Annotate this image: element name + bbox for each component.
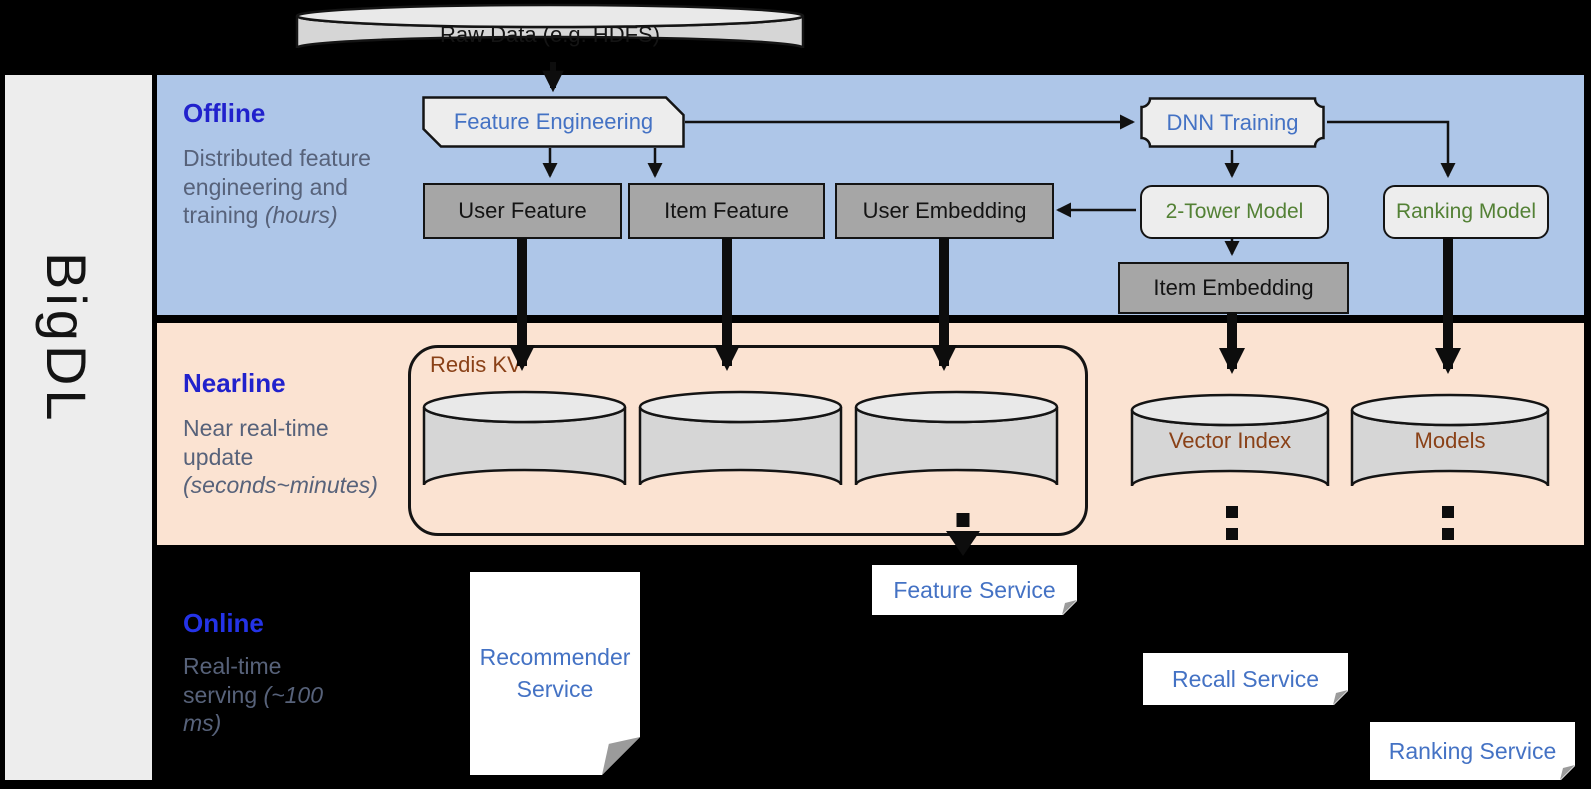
redis-cylinder-1-icon xyxy=(422,390,627,486)
online-desc-text: Real-time serving xyxy=(183,653,282,708)
feature-engineering-shape xyxy=(422,96,685,148)
nearline-description: Near real-time update (seconds~minutes) xyxy=(183,414,395,500)
online-description: Real-time serving (~100 ms) xyxy=(183,652,333,738)
recommender-service-doc: Recommender Service xyxy=(470,572,640,775)
offline-description: Distributed feature engineering and trai… xyxy=(183,144,383,230)
vector-index-cylinder-icon xyxy=(1130,393,1330,487)
models-cylinder-icon xyxy=(1350,393,1550,487)
redis-cylinder-3-icon xyxy=(854,390,1059,486)
recall-service-doc: Recall Service xyxy=(1143,653,1348,705)
offline-title: Offline xyxy=(183,98,266,128)
feature-service-doc: Feature Service xyxy=(872,565,1077,615)
raw-data-cylinder-icon xyxy=(295,3,805,49)
dnn-training-label: DNN Training xyxy=(1166,109,1299,135)
two-tower-model-box: 2-Tower Model xyxy=(1140,185,1329,239)
bigdl-brand-label: BigDL xyxy=(35,252,98,425)
ranking-service-doc: Ranking Service xyxy=(1370,722,1575,780)
offline-desc-text: Distributed feature engineering and trai… xyxy=(183,145,371,229)
item-embedding-box: Item Embedding xyxy=(1118,262,1349,314)
redis-kv-container xyxy=(408,345,1088,536)
redis-kv-label: Redis KV xyxy=(430,352,522,377)
nearline-title: Nearline xyxy=(183,368,286,398)
ranking-model-box: Ranking Model xyxy=(1383,185,1549,239)
vector-index-label: Vector Index xyxy=(1168,428,1292,453)
item-feature-box: Item Feature xyxy=(628,183,825,239)
feature-engineering-label: Feature Engineering xyxy=(453,109,654,134)
offline-desc-italic: (hours) xyxy=(264,202,338,229)
raw-data-label: Raw Data (e.g. HDFS) xyxy=(439,22,661,47)
online-title: Online xyxy=(183,608,264,638)
bigdl-sidebar xyxy=(5,75,152,780)
nearline-desc-italic: (seconds~minutes) xyxy=(183,472,378,499)
band-separator xyxy=(157,315,1584,323)
nearline-desc-text: Near real-time update xyxy=(183,415,329,470)
models-label: Models xyxy=(1414,428,1486,453)
redis-cylinder-2-icon xyxy=(638,390,843,486)
online-desc-italic: (~100 ms) xyxy=(183,681,324,737)
dnn-training-shape xyxy=(1140,97,1325,148)
user-feature-box: User Feature xyxy=(423,183,622,239)
user-embedding-box: User Embedding xyxy=(835,183,1054,239)
